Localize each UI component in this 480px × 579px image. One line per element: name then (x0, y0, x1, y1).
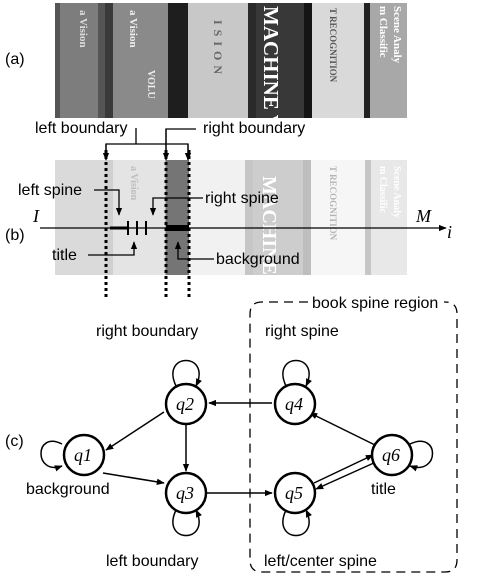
spine-text: T RECOGNITION (328, 166, 338, 241)
spine-text: T RECOGNITION (328, 8, 338, 83)
state-node-q4: q4 (273, 382, 317, 426)
left-spine-label: left spine (18, 182, 82, 199)
state-edges (102, 399, 378, 497)
faded-spine-image: a Vision MACHINE V T RECOGNITION m Class… (55, 160, 407, 295)
spine-text: a Vision (127, 10, 139, 48)
background-label: background (216, 251, 300, 268)
right-spine-callout (149, 197, 203, 216)
state-q6-text: q6 (382, 445, 400, 465)
state-q4-text: q4 (285, 394, 303, 414)
state-label-right-boundary: right boundary (96, 323, 198, 340)
spine-text: a Vision (77, 10, 89, 48)
spine-text: ISION (211, 20, 225, 79)
axis-end-label: M (415, 206, 432, 226)
panel-a-label: (a) (5, 51, 25, 68)
panel-b-label: (b) (5, 227, 25, 244)
title-callout (88, 241, 138, 256)
state-node-q2: q2 (164, 382, 208, 426)
state-label-title: title (371, 481, 396, 498)
spine-text: Scene Analy (391, 166, 402, 218)
state-q1-text: q1 (74, 445, 92, 465)
state-node-q3: q3 (164, 471, 208, 515)
spine-text: a Vision (128, 166, 139, 201)
spine-text: Scene Analy (391, 6, 403, 64)
state-label-background: background (26, 481, 110, 498)
background-callout (174, 241, 214, 260)
right-boundary-label: right boundary (203, 120, 305, 137)
spine-text: MACHINE V (258, 176, 280, 295)
self-loops (40, 359, 434, 537)
spine-text: m Classific (377, 6, 389, 58)
state-node-q5: q5 (273, 471, 317, 515)
state-q3-text: q3 (176, 483, 194, 503)
right-spine-label: right spine (205, 190, 279, 207)
book-spine-region-label: book spine region (312, 295, 438, 312)
state-q5-text: q5 (285, 483, 303, 503)
book-spines-image: a Vision a Vision VOLU ISION MACHINE V T… (55, 3, 407, 130)
spine-text: m Classific (377, 166, 388, 214)
state-label-left-center-spine: left/center spine (264, 553, 377, 570)
book-spine-region-box (249, 301, 458, 573)
axis-start-label: I (32, 206, 40, 226)
boundary-brackets (102, 128, 196, 161)
axis-var-label: i (447, 222, 452, 242)
state-q2-text: q2 (176, 394, 194, 414)
spine-text: VOLU (145, 70, 156, 99)
left-boundary-label: left boundary (35, 120, 128, 137)
axis-segments (110, 221, 189, 235)
state-label-right-spine: right spine (265, 323, 339, 340)
title-label: title (52, 247, 77, 264)
state-label-left-boundary: left boundary (106, 553, 199, 570)
panel-c-label: (c) (5, 433, 24, 450)
background-region-highlight (166, 160, 189, 275)
spine-text: MACHINE V (259, 6, 283, 130)
state-node-q6: q6 (370, 433, 414, 477)
left-spine-callout (94, 189, 123, 216)
state-node-q1: q1 (62, 433, 106, 477)
